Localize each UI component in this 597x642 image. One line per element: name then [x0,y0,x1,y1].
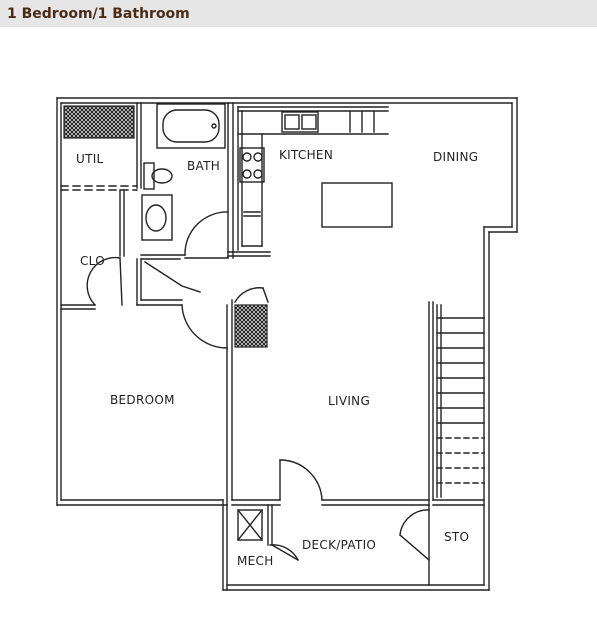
floor-plan: UTIL BATH KITCHEN DINING CLO BEDROOM LIV… [56,97,518,591]
mech-unit [237,509,263,541]
bathtub [156,103,226,149]
washer-dryer [63,105,135,139]
label-kitchen: KITCHEN [279,148,333,162]
kitchen-counters [237,106,389,251]
label-bedroom: BEDROOM [110,393,175,407]
label-util: UTIL [76,152,104,166]
page-header: 1 Bedroom/1 Bathroom [0,0,597,27]
label-bath: BATH [187,159,220,173]
interior-walls [60,102,485,586]
toilet [143,162,173,190]
label-dining: DINING [433,150,478,164]
label-mech: MECH [237,554,274,568]
stairs [436,304,485,498]
label-living: LIVING [328,394,370,408]
doors [86,211,430,561]
label-sto: STO [444,530,469,544]
pantry [234,304,268,348]
label-clo: CLO [80,254,105,268]
kitchen-island [321,182,393,228]
bath-sink [141,194,173,241]
outer-walls [56,97,518,591]
page-title: 1 Bedroom/1 Bathroom [7,5,190,22]
label-deck-patio: DECK/PATIO [302,538,376,552]
